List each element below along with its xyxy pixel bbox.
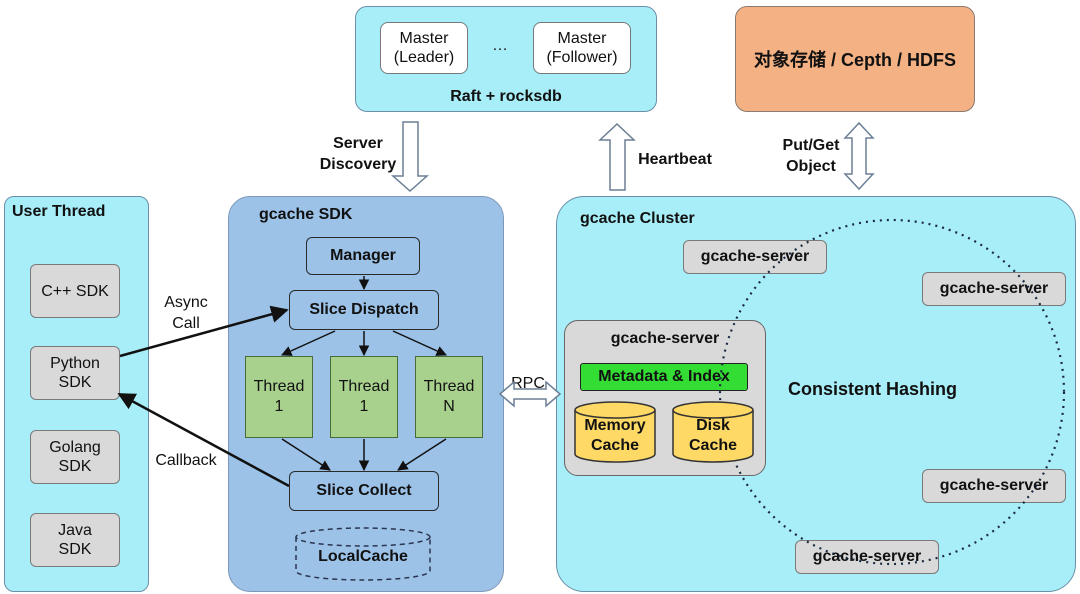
java-sdk-box: Java SDK bbox=[30, 513, 120, 567]
disk-cache-text: Disk Cache bbox=[688, 417, 738, 454]
main-gcache-server-title: gcache-server bbox=[610, 330, 720, 347]
slice-dispatch-box: Slice Dispatch bbox=[289, 290, 439, 330]
memory-cache-text: Memory Cache bbox=[584, 417, 646, 454]
cpp-sdk-box: C++ SDK bbox=[30, 264, 120, 318]
master-follower-box: Master (Follower) bbox=[533, 22, 631, 74]
raft-rocksdb-label: Raft + rocksdb bbox=[450, 88, 562, 105]
master-leader-box: Master (Leader) bbox=[380, 22, 468, 74]
rpc-label: RPC bbox=[511, 374, 545, 392]
thread-box-2: Thread 1 bbox=[330, 356, 398, 438]
golang-sdk-box: Golang SDK bbox=[30, 430, 120, 484]
heartbeat-arrow bbox=[598, 122, 636, 191]
consistent-hashing-label: Consistent Hashing bbox=[787, 378, 957, 399]
manager-box: Manager bbox=[306, 237, 420, 275]
gcache-cluster-title: gcache Cluster bbox=[580, 210, 695, 227]
local-cache-label: LocalCache bbox=[318, 548, 408, 565]
ring-gcache-server-top: gcache-server bbox=[683, 240, 827, 274]
heartbeat-label: Heartbeat bbox=[638, 150, 712, 168]
object-storage-box: 对象存储 / Cepth / HDFS bbox=[735, 6, 975, 112]
user-thread-title: User Thread bbox=[12, 203, 106, 220]
thread-box-1: Thread 1 bbox=[245, 356, 313, 438]
async-call-label: Async Call bbox=[164, 294, 208, 332]
ring-gcache-server-right-top: gcache-server bbox=[922, 272, 1066, 306]
slice-collect-box: Slice Collect bbox=[289, 471, 439, 511]
master-ellipsis: … bbox=[492, 37, 508, 54]
metadata-index-box: Metadata & Index bbox=[580, 363, 748, 391]
server-discovery-label: Server Discovery bbox=[319, 135, 397, 173]
python-sdk-box: Python SDK bbox=[30, 346, 120, 400]
callback-label: Callback bbox=[155, 451, 217, 469]
gcache-sdk-title: gcache SDK bbox=[259, 206, 353, 223]
ring-gcache-server-bottom: gcache-server bbox=[795, 540, 939, 574]
put-get-object-label: Put/Get Object bbox=[782, 137, 840, 175]
ring-gcache-server-right-bottom: gcache-server bbox=[922, 469, 1066, 503]
thread-box-n: Thread N bbox=[415, 356, 483, 438]
